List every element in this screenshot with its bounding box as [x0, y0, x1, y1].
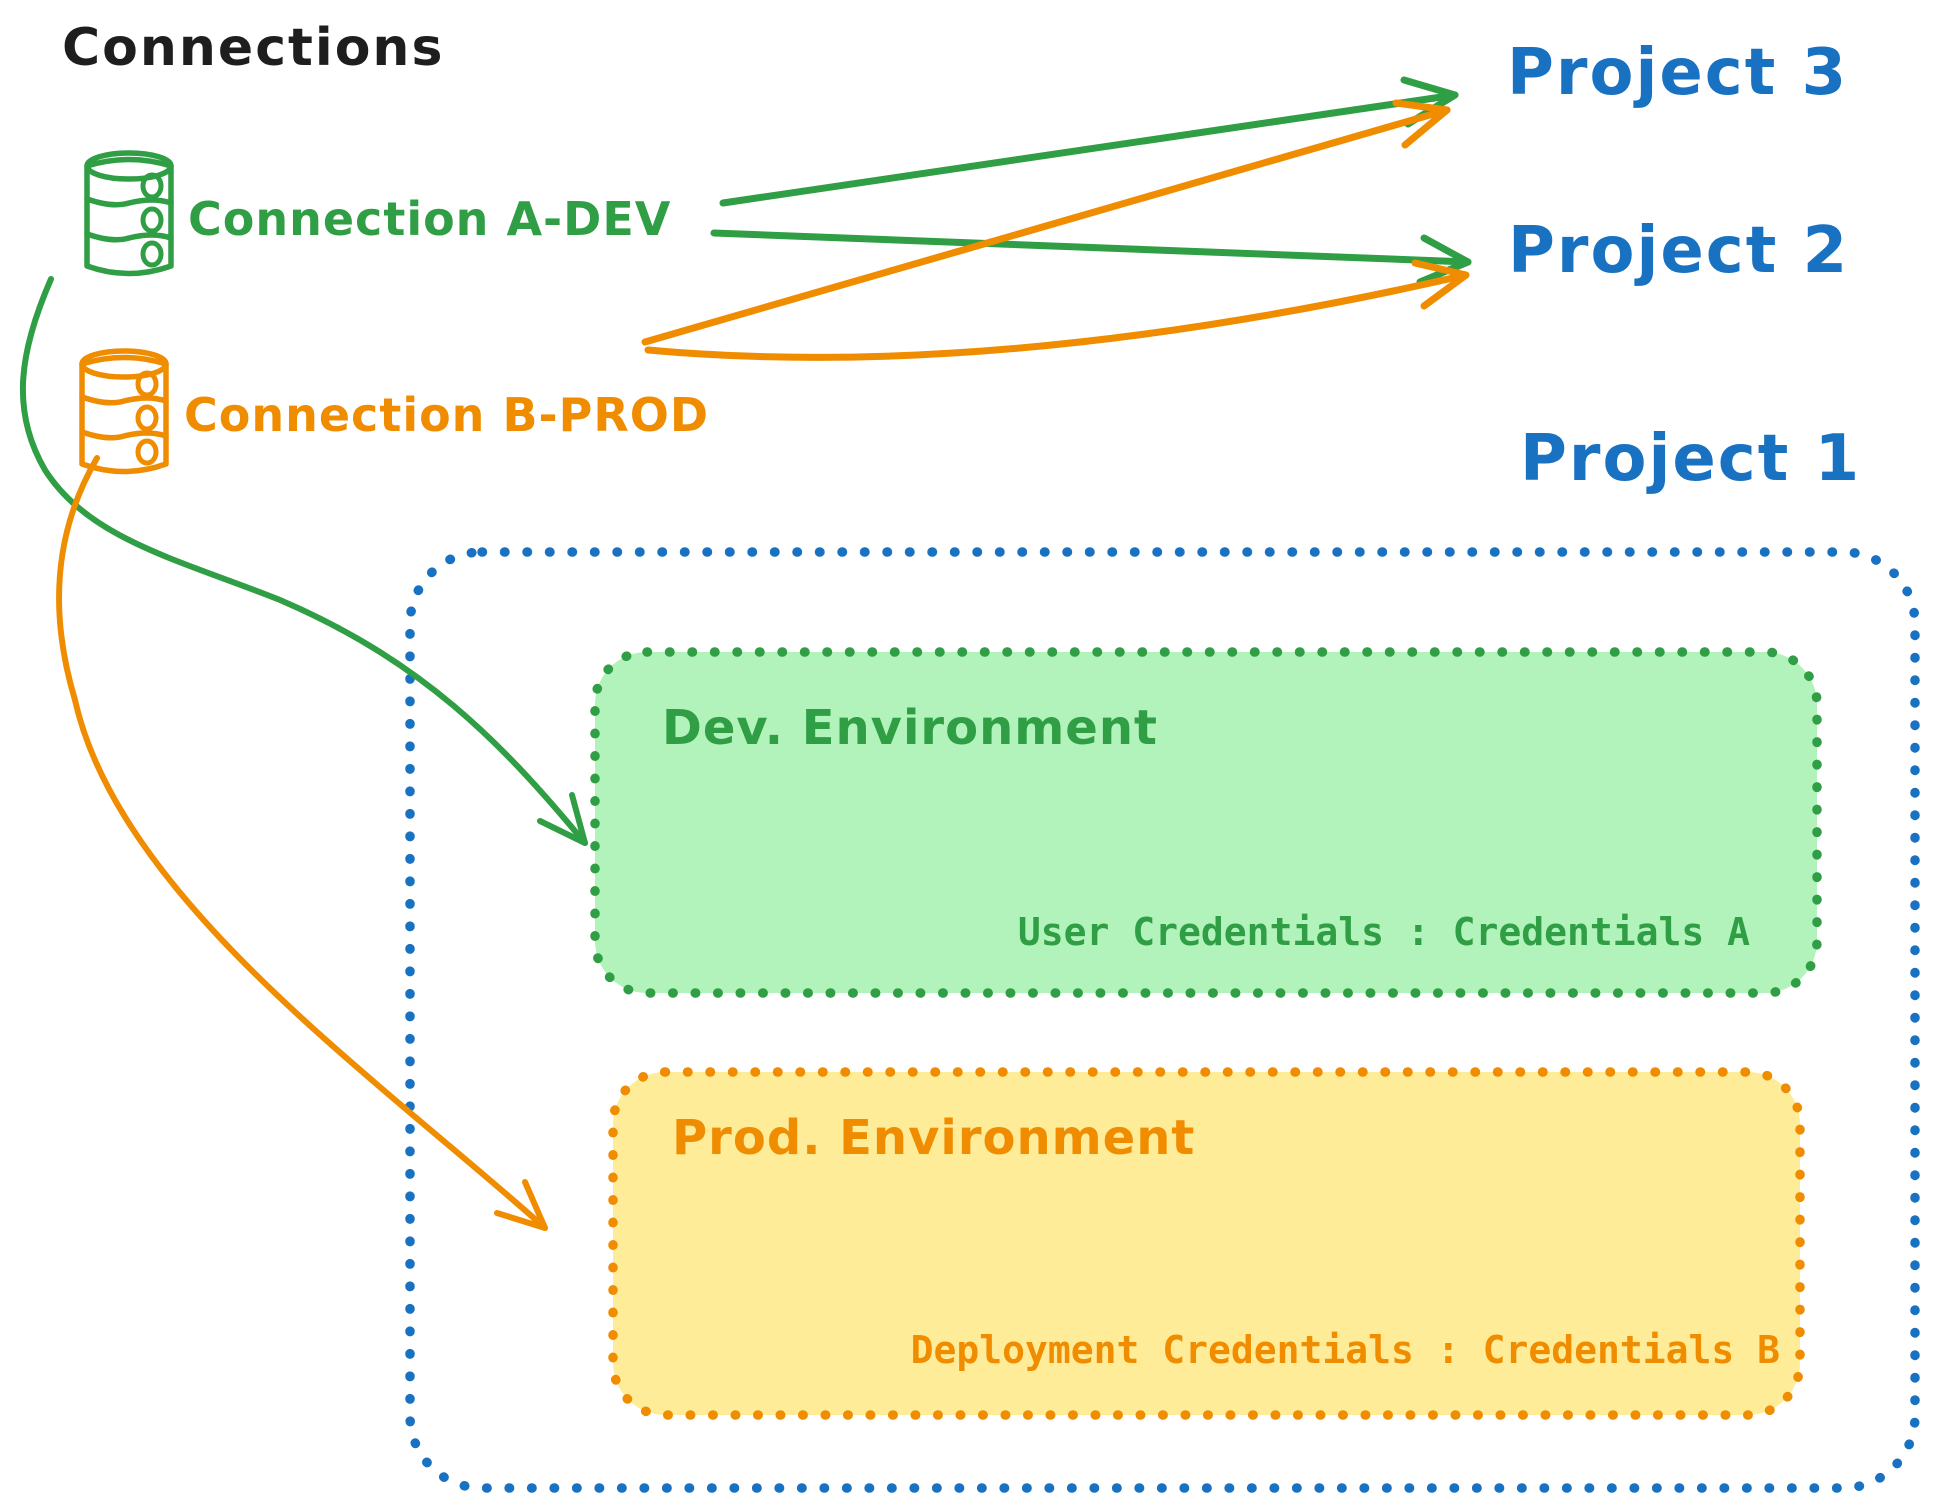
dev-environment-title: Dev. Environment [662, 700, 1158, 756]
prod-environment-box [608, 1067, 1805, 1420]
connection-b-prod-label: Connection B-PROD [184, 388, 710, 442]
project-1-label: Project 1 [1520, 422, 1862, 496]
connection-a-dev-label: Connection A-DEV [188, 192, 672, 246]
database-icon-a-dev [84, 150, 174, 277]
dev-environment-box [590, 647, 1822, 998]
arrow-a-dev-to-dev-environment [19, 276, 588, 846]
prod-environment-credentials: Deployment Credentials : Credentials B [910, 1328, 1780, 1372]
dev-environment-credentials: User Credentials : Credentials A [1017, 910, 1750, 954]
prod-environment-title: Prod. Environment [672, 1110, 1196, 1166]
database-icon-b-prod [79, 348, 169, 475]
project-1-boundary-box [405, 547, 1920, 1493]
project-3-label: Project 3 [1507, 36, 1849, 110]
arrow-a-dev-to-project-2 [710, 229, 1472, 286]
arrow-b-prod-to-project-3 [641, 99, 1451, 346]
project-2-label: Project 2 [1508, 214, 1850, 288]
arrow-b-prod-to-project-2 [644, 259, 1470, 361]
diagram-title: Connections [62, 18, 445, 78]
arrow-b-prod-to-prod-environment [56, 455, 548, 1231]
